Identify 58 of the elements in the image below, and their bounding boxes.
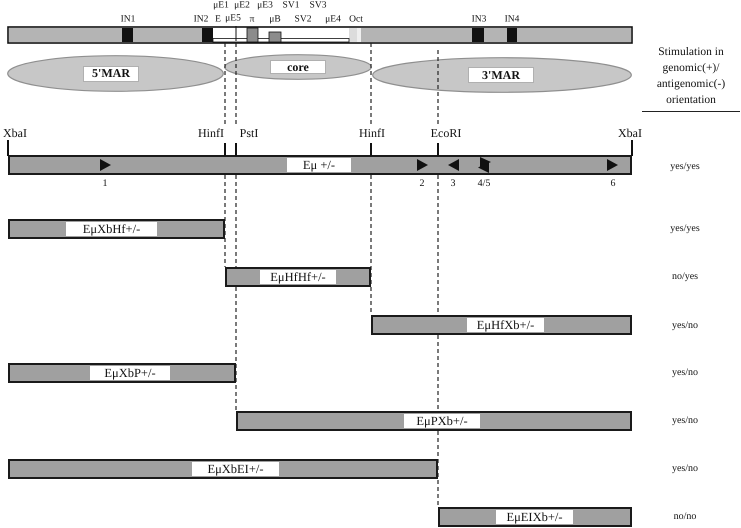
construct-bar	[8, 459, 438, 479]
construct-label: EμEIXb+/-	[496, 510, 573, 524]
marker-number: 4/5	[478, 179, 490, 189]
element-label: E	[215, 15, 221, 25]
restriction-site-label: HinfI	[359, 127, 385, 139]
element-label: Oct	[349, 15, 363, 25]
result-text: no/no	[674, 512, 696, 522]
construct-bar	[8, 363, 236, 383]
result-text: no/yes	[672, 272, 698, 282]
construct-bar	[8, 219, 225, 239]
region-label: 5'MAR	[83, 66, 139, 82]
construct-label: EμXbEI+/-	[192, 462, 279, 476]
region-label: 3'MAR	[468, 67, 534, 83]
result-text: yes/yes	[670, 162, 700, 172]
element-label: SV1	[282, 1, 300, 11]
restriction-site-label: HinfI	[198, 127, 224, 139]
result-text: yes/no	[672, 368, 698, 378]
element-label: IN3	[472, 15, 486, 25]
construct-bar	[225, 267, 371, 287]
element-label: IN2	[194, 15, 208, 25]
element-label: μE3	[257, 1, 273, 11]
element-label: SV3	[310, 1, 326, 11]
region-ellipse	[224, 54, 372, 80]
marker-number: 6	[610, 179, 616, 189]
construct-label: EμXbHf+/-	[66, 222, 157, 236]
construct-bar	[371, 315, 632, 335]
construct-bar	[236, 411, 632, 431]
element-label: IN1	[120, 15, 136, 25]
region-ellipse	[7, 55, 224, 92]
marker-number: 2	[420, 179, 424, 189]
construct-bar	[438, 507, 632, 527]
construct-label: EμHfXb+/-	[467, 318, 544, 332]
restriction-site-label: XbaI	[3, 127, 27, 139]
element-label: μE2	[234, 1, 250, 11]
region-label: core	[270, 60, 326, 74]
restriction-site-label: EcoRI	[430, 127, 462, 139]
element-label: μE1	[213, 1, 229, 11]
element-label: SV2	[294, 15, 312, 25]
element-label: μE5	[225, 14, 241, 24]
construct-label: Eμ +/-	[287, 158, 351, 172]
construct-label: EμXbP+/-	[90, 366, 170, 380]
restriction-site-label: XbaI	[618, 127, 642, 139]
marker-number: 3	[450, 179, 456, 189]
marker-number: 1	[102, 179, 108, 189]
restriction-map-bar	[8, 155, 632, 175]
element-label: μB	[269, 15, 281, 25]
result-text: yes/yes	[670, 224, 700, 234]
element-label: π	[250, 15, 254, 25]
construct-label: EμPXb+/-	[404, 414, 480, 428]
element-label: IN4	[504, 15, 520, 25]
result-text: yes/no	[672, 416, 698, 426]
element-label: μE4	[325, 15, 341, 25]
result-text: yes/no	[672, 321, 698, 331]
column-header: Stimulation in genomic(+)/ antigenomic(-) orientation	[642, 44, 740, 112]
restriction-site-label: PstI	[240, 127, 258, 139]
region-ellipse	[372, 57, 632, 93]
result-text: yes/no	[672, 464, 698, 474]
construct-label: EμHfHf+/-	[260, 270, 336, 284]
